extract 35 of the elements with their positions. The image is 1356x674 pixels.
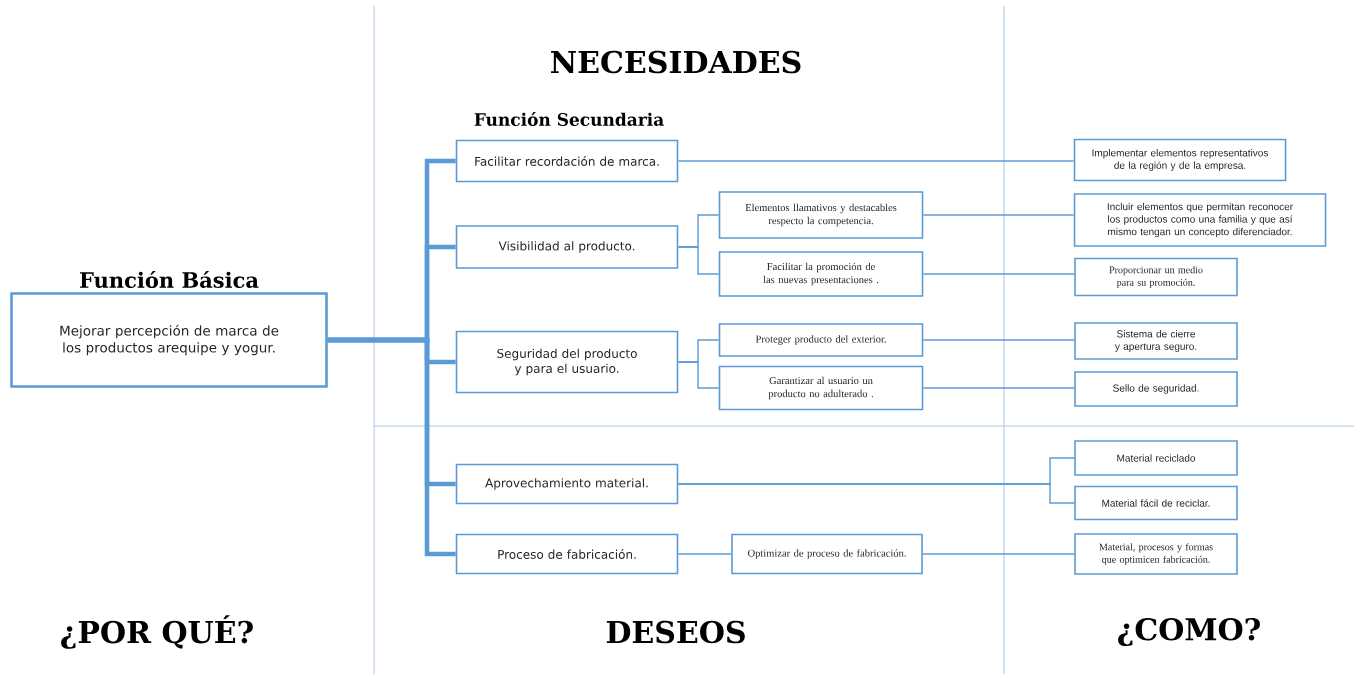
connector-line (677, 553, 732, 555)
box-heading: Función Básica (80, 270, 259, 288)
column-heading: ¿COMO? (1118, 617, 1260, 647)
connector-line (327, 337, 456, 557)
connector-line (677, 246, 720, 275)
function-box: Facilitar la promoción de las nuevas presentaciones . (718, 251, 924, 297)
function-box: Aprovechamiento material. (455, 463, 679, 505)
function-box: Facilitar recordación de marca. (455, 139, 679, 183)
function-box: Optimizar de proceso de fabricación. (731, 533, 923, 575)
function-box: Incluir elementos que permitan reconocer los productos como una familia y que así mismo tengan un concepto diferenciador. (1073, 193, 1327, 247)
function-box: Implementar elementos representativos de la región y de la empresa. (1073, 138, 1287, 182)
connector-line (922, 214, 1075, 216)
function-box: Material reciclado (1074, 440, 1238, 476)
function-box: Material, procesos y formas que optimicen fabricación. (1074, 533, 1238, 575)
function-box: Garantizar al usuario un producto no adulterado . (718, 365, 924, 411)
connector-line (922, 273, 1075, 275)
function-box: Sistema de cierre y apertura seguro. (1074, 322, 1238, 360)
function-box: Elementos llamativos y destacables respecto la competencia. (718, 191, 924, 239)
function-box: Sello de seguridad. (1074, 371, 1238, 407)
connector-line (677, 483, 1075, 504)
function-box: Material fácil de reciclar. (1074, 485, 1238, 521)
function-box: Visibilidad al producto. (455, 225, 679, 269)
connector-line (677, 160, 1075, 162)
connector-line (922, 553, 1075, 555)
column-heading: DESEOS (606, 620, 745, 644)
connector-line (677, 361, 720, 389)
connector-line (922, 339, 1075, 341)
function-box: Proteger producto del exterior. (718, 323, 924, 357)
column-heading: ¿POR QUÉ? (61, 615, 253, 649)
column-heading: NECESIDADES (551, 50, 801, 74)
function-box: Seguridad del producto y para el usuario. (455, 330, 679, 394)
function-box: Proceso de fabricación. (455, 533, 679, 575)
function-box: Proporcionar un medio para su promoción. (1074, 257, 1238, 297)
connector-line (922, 387, 1075, 389)
function-box: Mejorar percepción de marca de los productos arequipe y yogur. (10, 292, 328, 388)
